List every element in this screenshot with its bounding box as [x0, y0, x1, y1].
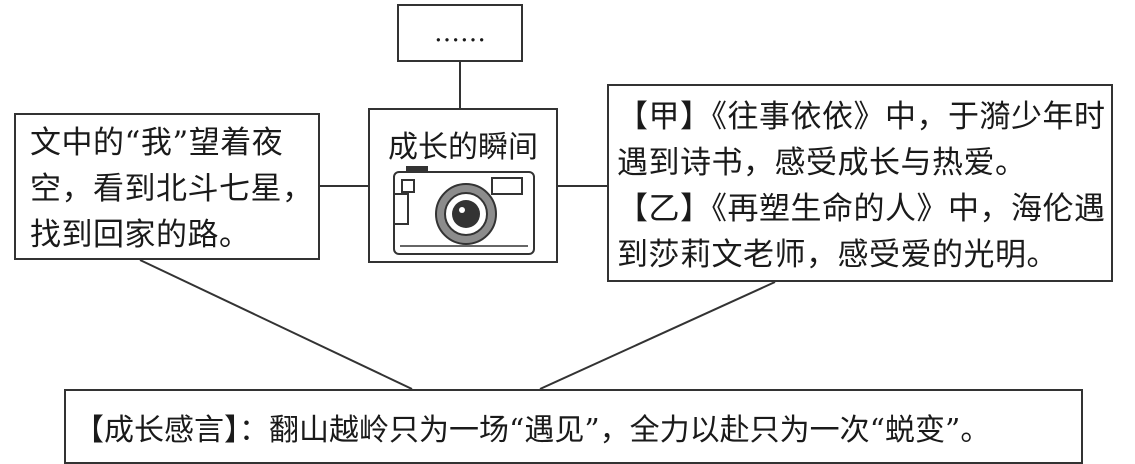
- center-title: 成长的瞬间: [388, 130, 538, 165]
- growth-reflection-text: 【成长感言】：翻山越岭只为一场“遇见”，全力以赴只为一次“蜕变”。: [74, 412, 991, 448]
- growth-reflection-box: 【成长感言】：翻山越岭只为一场“遇见”，全力以赴只为一次“蜕变”。: [64, 389, 1083, 464]
- left-line: 空，看到北斗七星，: [30, 171, 314, 207]
- camera-icon: [393, 166, 535, 255]
- left-line: 找到回家的路。: [30, 217, 251, 253]
- left-story-box: 文中的“我”望着夜 空，看到北斗七星， 找到回家的路。: [14, 113, 320, 260]
- right-line: 【甲】《往事依依》中，于漪少年时: [617, 99, 1106, 135]
- top-ellipsis-text: ……: [434, 18, 486, 48]
- right-line: 【乙】《再塑生命的人》中，海伦遇: [617, 191, 1106, 227]
- right-story-box: 【甲】《往事依依》中，于漪少年时 遇到诗书，感受成长与热爱。 【乙】《再塑生命的…: [607, 84, 1113, 282]
- right-line: 到莎莉文老师，感受爱的光明。: [617, 237, 1058, 273]
- top-ellipsis-box: ……: [397, 4, 523, 62]
- left-line: 文中的“我”望着夜: [30, 125, 284, 161]
- connector-right-bottom: [539, 281, 776, 390]
- right-line: 遇到诗书，感受成长与热爱。: [617, 145, 1027, 181]
- connector-left-bottom: [139, 259, 413, 390]
- center-moment-box: 成长的瞬间: [368, 108, 558, 263]
